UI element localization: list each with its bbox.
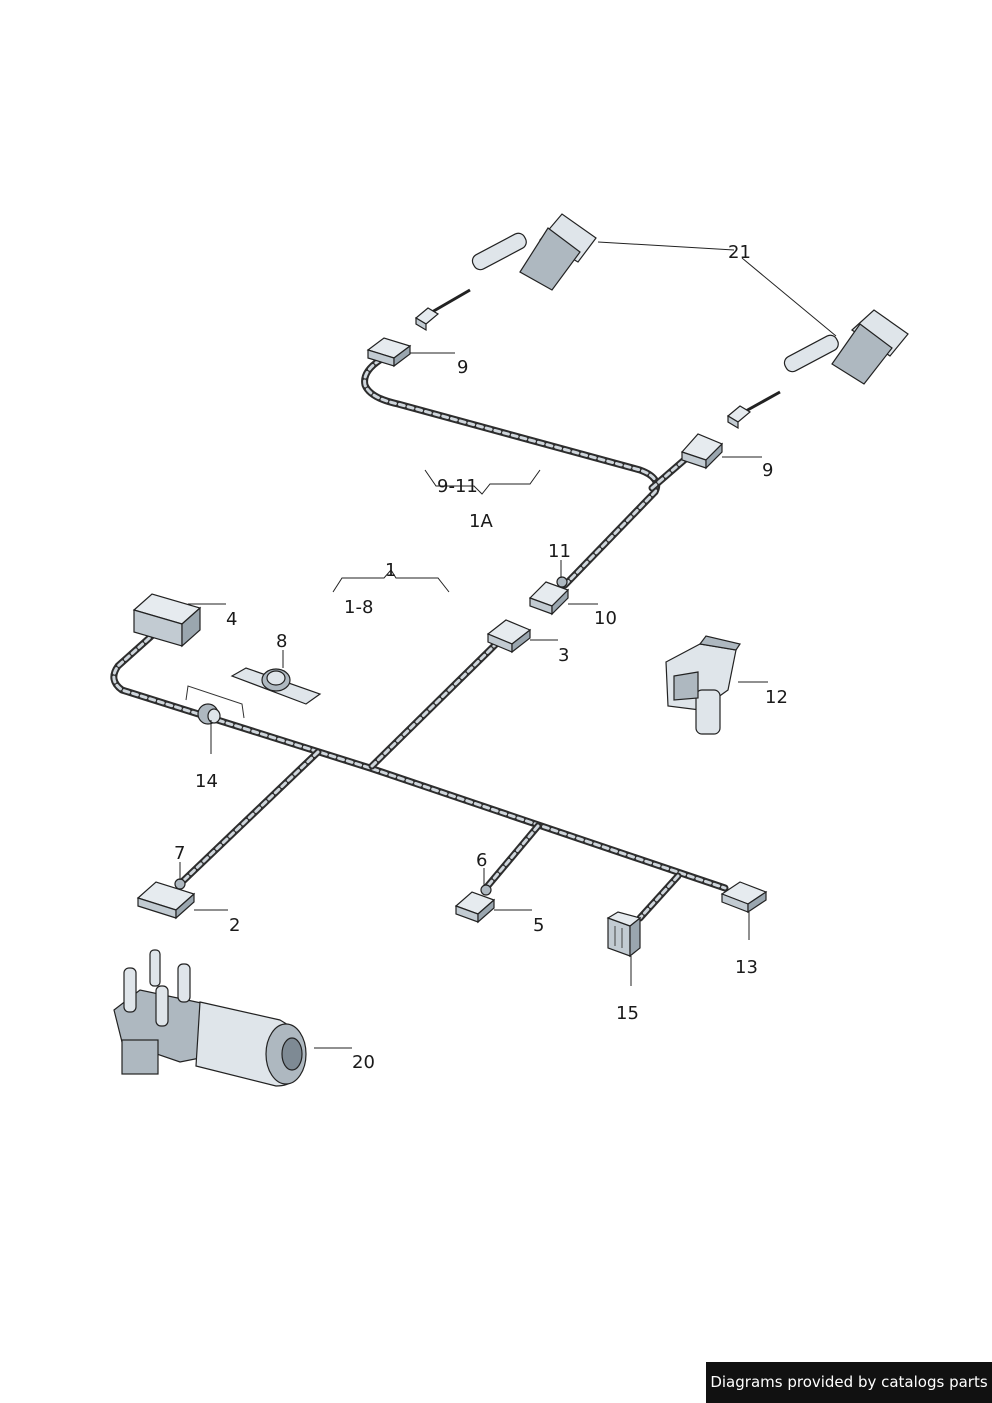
callout-labels: 21 9 9 9-11 1A 11 1 1-8 4 10 8 3 12 14 7… xyxy=(174,242,788,1073)
connector-9-upper xyxy=(366,337,412,368)
leader-lines xyxy=(179,241,837,1049)
credit-banner: Diagrams provided by catalogs parts xyxy=(706,1362,992,1403)
callout-15: 15 xyxy=(616,1003,639,1024)
bracket-12 xyxy=(665,635,741,735)
callout-11: 11 xyxy=(548,541,571,562)
main-harness-1 xyxy=(110,628,729,922)
callout-14: 14 xyxy=(195,771,218,792)
connector-3 xyxy=(486,619,532,654)
clip-8 xyxy=(230,667,322,705)
callout-4: 4 xyxy=(226,609,237,630)
callout-1-8: 1-8 xyxy=(344,597,373,618)
grommet-14 xyxy=(185,685,245,725)
callout-6: 6 xyxy=(476,850,487,871)
callout-8: 8 xyxy=(276,631,287,652)
actuator-21-lower xyxy=(726,309,909,430)
callout-7: 7 xyxy=(174,843,185,864)
callout-13: 13 xyxy=(735,957,758,978)
wiper-motor-20 xyxy=(113,949,307,1087)
callout-1: 1 xyxy=(385,560,396,581)
upper-harness-1a xyxy=(361,356,694,589)
callout-9-11: 9-11 xyxy=(437,476,478,497)
callout-2: 2 xyxy=(229,915,240,936)
callout-9-upper: 9 xyxy=(457,357,468,378)
callout-5: 5 xyxy=(533,915,544,936)
connector-15 xyxy=(606,911,642,958)
connector-5 xyxy=(454,884,496,924)
actuator-21-upper xyxy=(414,213,597,332)
callout-20: 20 xyxy=(352,1052,375,1073)
callout-21: 21 xyxy=(728,242,751,263)
callout-3: 3 xyxy=(558,645,569,666)
callout-1a: 1A xyxy=(469,511,493,532)
callout-10: 10 xyxy=(594,608,617,629)
connector-13 xyxy=(720,881,768,914)
connector-10 xyxy=(528,576,570,616)
callout-12: 12 xyxy=(765,687,788,708)
connector-2 xyxy=(136,878,196,920)
connector-9-right xyxy=(680,433,724,470)
connector-4 xyxy=(132,593,202,648)
callout-9-right: 9 xyxy=(762,460,773,481)
